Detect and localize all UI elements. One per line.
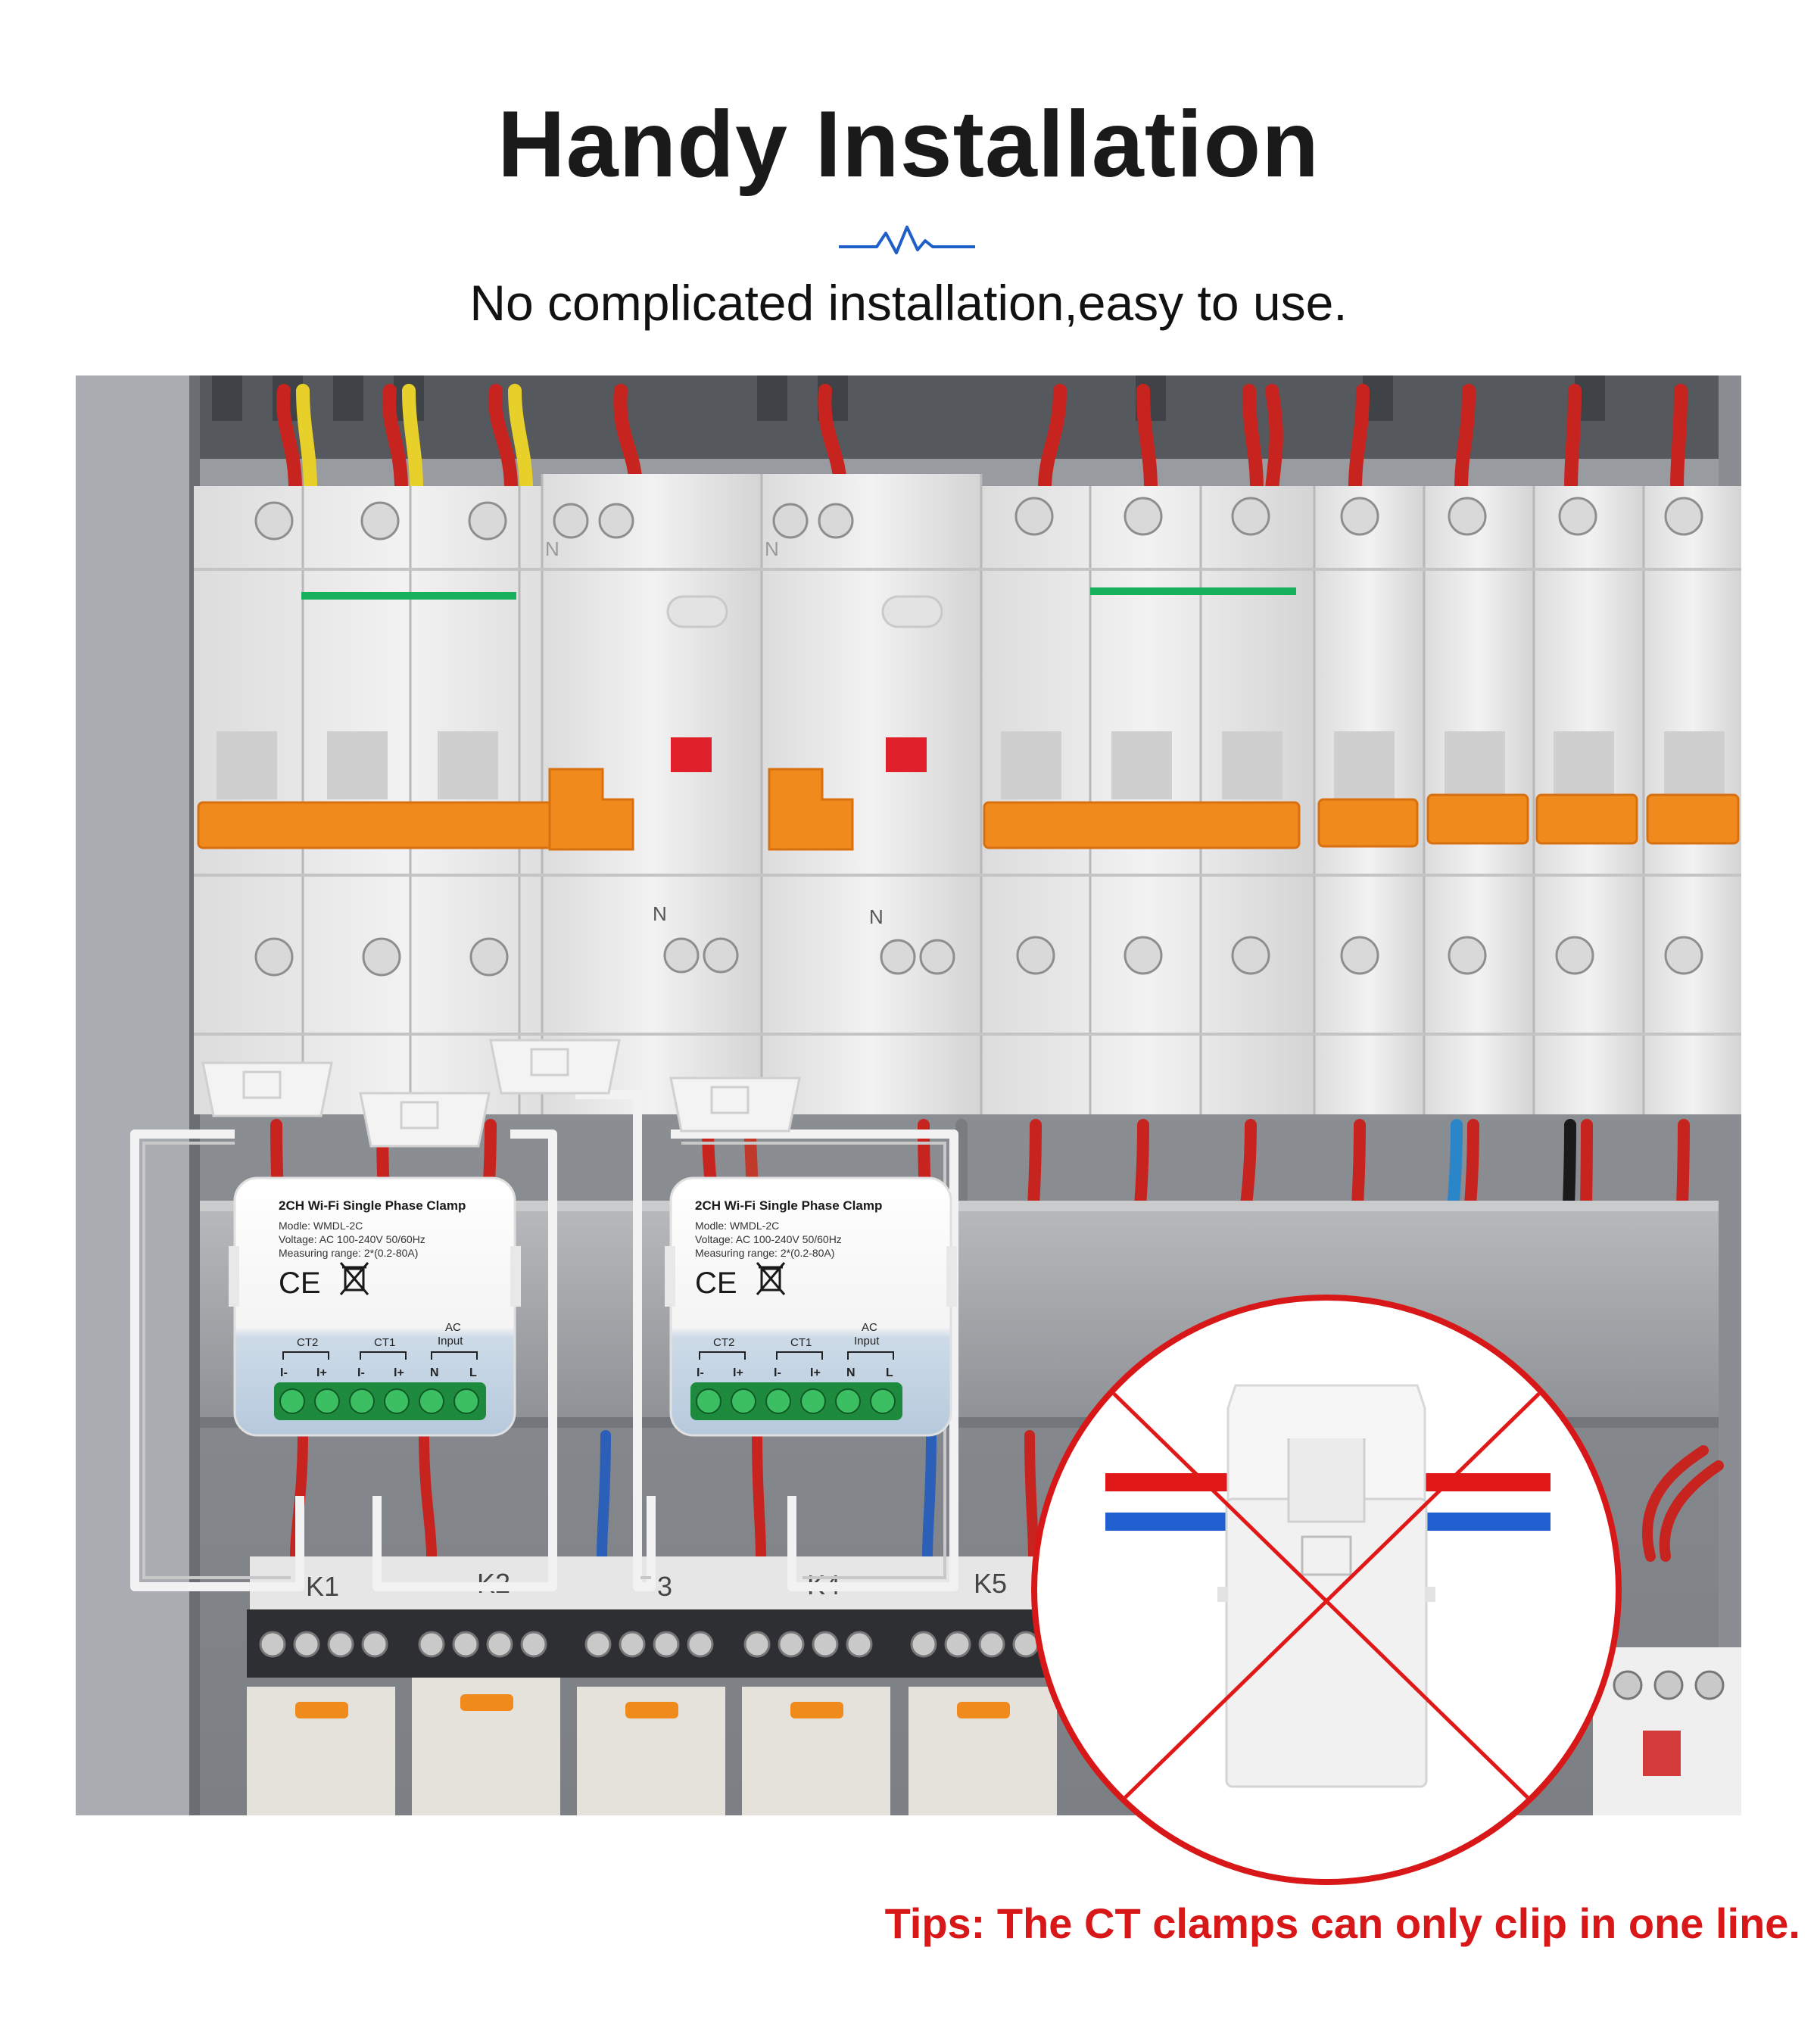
svg-text:I+: I+ (733, 1366, 743, 1379)
svg-text:L: L (469, 1366, 477, 1379)
page-subtitle: No complicated installation,easy to use. (469, 275, 1348, 331)
module-2-title: 2CH Wi-Fi Single Phase Clamp (695, 1198, 882, 1213)
svg-text:I+: I+ (394, 1366, 404, 1379)
wrong-clamp-callout (1031, 1295, 1622, 1885)
module-2-input: Input (854, 1335, 880, 1348)
module-2-ac: AC (862, 1321, 877, 1334)
svg-text:N: N (545, 537, 559, 560)
module-1-ce-mark: CE (279, 1267, 321, 1300)
relay-label-k5: K5 (974, 1568, 1007, 1599)
svg-text:I-: I- (774, 1366, 781, 1379)
svg-text:I-: I- (357, 1366, 365, 1379)
svg-text:I+: I+ (316, 1366, 327, 1379)
svg-text:N: N (846, 1366, 856, 1379)
svg-text:N: N (430, 1366, 439, 1379)
svg-text:N: N (765, 537, 779, 560)
relay-label-3: 3 (657, 1571, 672, 1602)
module-2-ct2: CT2 (713, 1336, 734, 1349)
svg-text:N: N (653, 902, 667, 925)
weee-bin-icon (339, 1262, 369, 1295)
weee-bin-icon (756, 1262, 786, 1295)
tips-note: Tips: The CT clamps can only clip in one… (884, 1899, 1800, 1947)
module-2-ct1: CT1 (790, 1336, 812, 1349)
panel-photo: N N N N (76, 375, 1741, 1815)
svg-text:I-: I- (697, 1366, 704, 1379)
module-2-voltage: Voltage: AC 100-240V 50/60Hz (695, 1233, 842, 1245)
module-2-range: Measuring range: 2*(0.2-80A) (695, 1247, 834, 1259)
module-2-model: Modle: WMDL-2C (695, 1220, 779, 1232)
module-1-input: Input (438, 1335, 463, 1348)
svg-text:N: N (869, 905, 884, 928)
wifi-clamp-module-2: 2CH Wi-Fi Single Phase Clamp Modle: WMDL… (665, 1176, 957, 1437)
module-1-model: Modle: WMDL-2C (279, 1220, 363, 1232)
module-1-range: Measuring range: 2*(0.2-80A) (279, 1247, 418, 1259)
svg-text:I-: I- (280, 1366, 288, 1379)
module-1-ct2: CT2 (297, 1336, 318, 1349)
module-2-ce-mark: CE (695, 1267, 737, 1300)
relay-label-k1: K1 (306, 1571, 339, 1602)
svg-text:L: L (886, 1366, 893, 1379)
page-title: Handy Installation (497, 92, 1320, 197)
module-1-voltage: Voltage: AC 100-240V 50/60Hz (279, 1233, 425, 1245)
module-1-title: 2CH Wi-Fi Single Phase Clamp (279, 1198, 466, 1213)
svg-text:I+: I+ (810, 1366, 821, 1379)
module-1-ac: AC (445, 1321, 461, 1334)
pulse-line-icon (839, 226, 975, 254)
module-1-ct1: CT1 (374, 1336, 395, 1349)
wifi-clamp-module-1: 2CH Wi-Fi Single Phase Clamp Modle: WMDL… (229, 1176, 521, 1437)
